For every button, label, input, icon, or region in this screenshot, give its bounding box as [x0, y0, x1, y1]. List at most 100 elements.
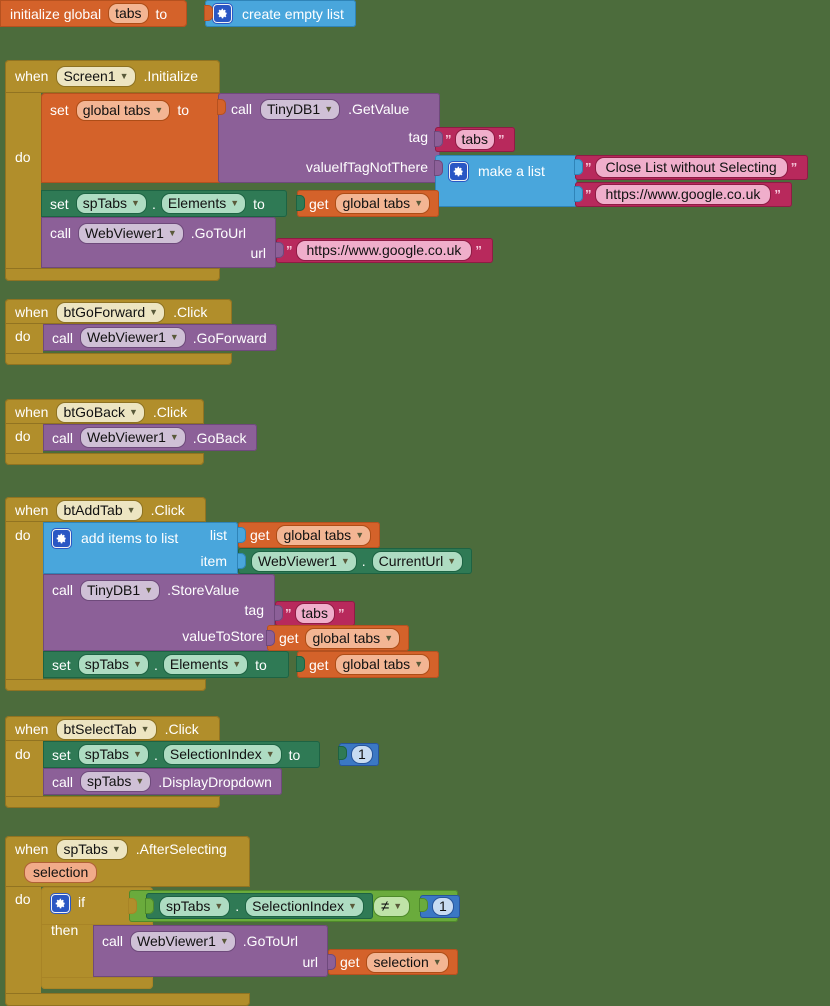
set-sptabs-selectionindex-block[interactable]: set spTabs▼ . SelectionIndex▼ to — [43, 741, 321, 768]
property-dropdown[interactable]: SelectionIndex▼ — [162, 744, 282, 765]
property-dropdown[interactable]: Elements▼ — [162, 654, 249, 675]
component-dropdown[interactable]: spTabs▼ — [80, 771, 152, 792]
component-dropdown[interactable]: WebViewer1▼ — [80, 427, 186, 448]
get-label: get — [250, 527, 270, 543]
initialize-global-label: initialize global — [10, 5, 102, 22]
call-sptabs-displaydropdown-block[interactable]: call spTabs▼ .DisplayDropdown — [43, 768, 282, 795]
mutator-gear-icon[interactable] — [52, 528, 71, 548]
component-dropdown[interactable]: TinyDB1▼ — [80, 579, 161, 601]
component-dropdown[interactable]: TinyDB1▼ — [260, 98, 341, 120]
component-dropdown[interactable]: spTabs▼ — [77, 654, 149, 675]
number-field[interactable]: 1 — [351, 745, 373, 764]
variable-dropdown[interactable]: global tabs▼ — [305, 627, 401, 649]
component-dropdown[interactable]: WebViewer1▼ — [130, 930, 236, 952]
set-target-dropdown[interactable]: global tabs▼ — [75, 99, 171, 121]
text-tabs-block[interactable]: ” tabs ” — [434, 127, 516, 152]
text-google-url-block[interactable]: ” https://www.google.co.uk ” — [574, 182, 792, 207]
initialize-global-block[interactable]: initialize global tabs to — [0, 0, 188, 27]
call-webviewer1-gotourl-block[interactable]: call WebViewer1▼ .GoToUrl url — [41, 217, 276, 268]
property-dropdown[interactable]: CurrentUrl▼ — [371, 550, 464, 572]
get-label: get — [279, 630, 299, 646]
event-parameter-selection[interactable]: selection — [24, 862, 98, 883]
get-webviewer1-currenturl-block[interactable]: WebViewer1▼ . CurrentUrl▼ — [237, 548, 473, 574]
call-label: call — [102, 933, 124, 949]
call-tinydb1-getvalue-block[interactable]: call TinyDB1▼ .GetValue tag valueIfTagNo… — [217, 93, 440, 183]
operator-dropdown[interactable]: ≠▼ — [373, 896, 411, 917]
event-component-dropdown[interactable]: btGoForward▼ — [56, 301, 166, 323]
text-socket — [275, 242, 284, 258]
dot-label: . — [235, 898, 240, 914]
number-block[interactable]: 1 — [338, 743, 379, 766]
text-value-field[interactable]: Close List without Selecting — [594, 157, 788, 178]
event-component-dropdown[interactable]: Screen1▼ — [56, 65, 136, 87]
get-sptabs-selectionindex-block[interactable]: spTabs▼ . SelectionIndex▼ — [145, 893, 373, 919]
event-bottom — [5, 453, 204, 465]
value-socket — [237, 553, 246, 569]
event-name-label: .Click — [164, 721, 199, 737]
chevron-down-icon: ▼ — [169, 432, 179, 442]
text-tabs-block[interactable]: ” tabs ” — [274, 601, 356, 626]
text-value-field[interactable]: https://www.google.co.uk — [295, 240, 473, 261]
event-component-dropdown[interactable]: btGoBack▼ — [56, 401, 145, 423]
then-label: then — [51, 922, 79, 938]
chevron-down-icon: ▼ — [128, 406, 138, 417]
variable-dropdown[interactable]: selection▼ — [366, 951, 449, 973]
get-global-tabs-block[interactable]: get global tabs▼ — [237, 522, 381, 548]
number-field[interactable]: 1 — [432, 897, 454, 916]
mutator-gear-icon[interactable] — [449, 161, 468, 181]
make-a-list-block[interactable]: make a list — [434, 155, 577, 207]
mutator-gear-icon[interactable] — [213, 4, 232, 23]
method-label: .GoToUrl — [190, 225, 247, 241]
property-dropdown[interactable]: Elements▼ — [160, 193, 247, 214]
chevron-down-icon: ▼ — [144, 584, 154, 595]
call-webviewer1-goforward-block[interactable]: call WebViewer1▼ .GoForward — [43, 324, 277, 351]
get-global-tabs-block[interactable]: get global tabs▼ — [296, 190, 440, 217]
block-initialize-global-tabs[interactable]: initialize global tabs to create empty l… — [0, 0, 356, 27]
component-dropdown[interactable]: WebViewer1▼ — [80, 327, 186, 348]
variable-dropdown[interactable]: global tabs▼ — [335, 193, 431, 214]
add-items-to-list-label: add items to list — [81, 530, 179, 546]
list-socket — [434, 160, 443, 176]
event-component-dropdown[interactable]: spTabs▼ — [56, 838, 128, 860]
set-sptabs-elements-block[interactable]: set spTabs▼ . Elements▼ to — [43, 651, 289, 678]
number-block[interactable]: 1 — [419, 895, 460, 918]
text-gotourl-value-block[interactable]: ” https://www.google.co.uk ” — [275, 238, 493, 263]
if-left-column — [41, 925, 93, 977]
variable-dropdown[interactable]: global tabs▼ — [335, 654, 431, 675]
dot-label: . — [153, 746, 158, 763]
text-value-field[interactable]: tabs — [454, 129, 495, 150]
mutator-gear-icon[interactable] — [51, 894, 70, 913]
get-global-tabs-block[interactable]: get global tabs▼ — [296, 651, 440, 678]
close-quote-icon: ” — [497, 132, 505, 147]
add-items-to-list-block[interactable]: add items to list list item — [43, 522, 238, 574]
do-label: do — [15, 527, 31, 543]
get-global-tabs-block[interactable]: get global tabs▼ — [266, 625, 410, 651]
call-webviewer1-gotourl-block[interactable]: call WebViewer1▼ .GoToUrl url — [93, 925, 328, 977]
get-selection-block[interactable]: get selection▼ — [327, 949, 458, 975]
call-label: call — [52, 582, 74, 598]
global-name-field[interactable]: tabs — [108, 3, 149, 24]
component-dropdown[interactable]: spTabs▼ — [77, 744, 149, 765]
text-socket — [274, 605, 283, 621]
call-tinydb1-storevalue-block[interactable]: call TinyDB1▼ .StoreValue tag valueToSto… — [43, 574, 275, 651]
call-webviewer1-goback-block[interactable]: call WebViewer1▼ .GoBack — [43, 424, 257, 451]
close-quote-icon: ” — [475, 243, 482, 258]
variable-dropdown[interactable]: global tabs▼ — [276, 524, 372, 546]
text-value-field[interactable]: https://www.google.co.uk — [594, 184, 772, 205]
create-empty-list-block[interactable]: create empty list — [204, 0, 356, 27]
component-dropdown[interactable]: WebViewer1▼ — [251, 550, 357, 572]
property-dropdown[interactable]: SelectionIndex▼ — [245, 895, 364, 917]
set-global-tabs-block[interactable]: set global tabs▼ to — [41, 93, 226, 183]
component-dropdown[interactable]: spTabs▼ — [159, 895, 231, 917]
event-component-dropdown[interactable]: btSelectTab▼ — [56, 718, 157, 740]
method-label: .GoBack — [192, 429, 247, 446]
comparison-block[interactable]: spTabs▼ . SelectionIndex▼ ≠▼ 1 — [128, 890, 460, 922]
component-dropdown[interactable]: WebViewer1▼ — [78, 222, 184, 244]
component-dropdown[interactable]: spTabs▼ — [75, 193, 147, 214]
event-header: when btAddTab▼ .Click — [15, 499, 185, 521]
text-close-list-block[interactable]: ” Close List without Selecting ” — [574, 155, 809, 180]
event-component-dropdown[interactable]: btAddTab▼ — [56, 499, 143, 521]
text-value-field[interactable]: tabs — [294, 603, 335, 624]
set-sptabs-elements-block[interactable]: set spTabs▼ . Elements▼ to — [41, 190, 287, 217]
